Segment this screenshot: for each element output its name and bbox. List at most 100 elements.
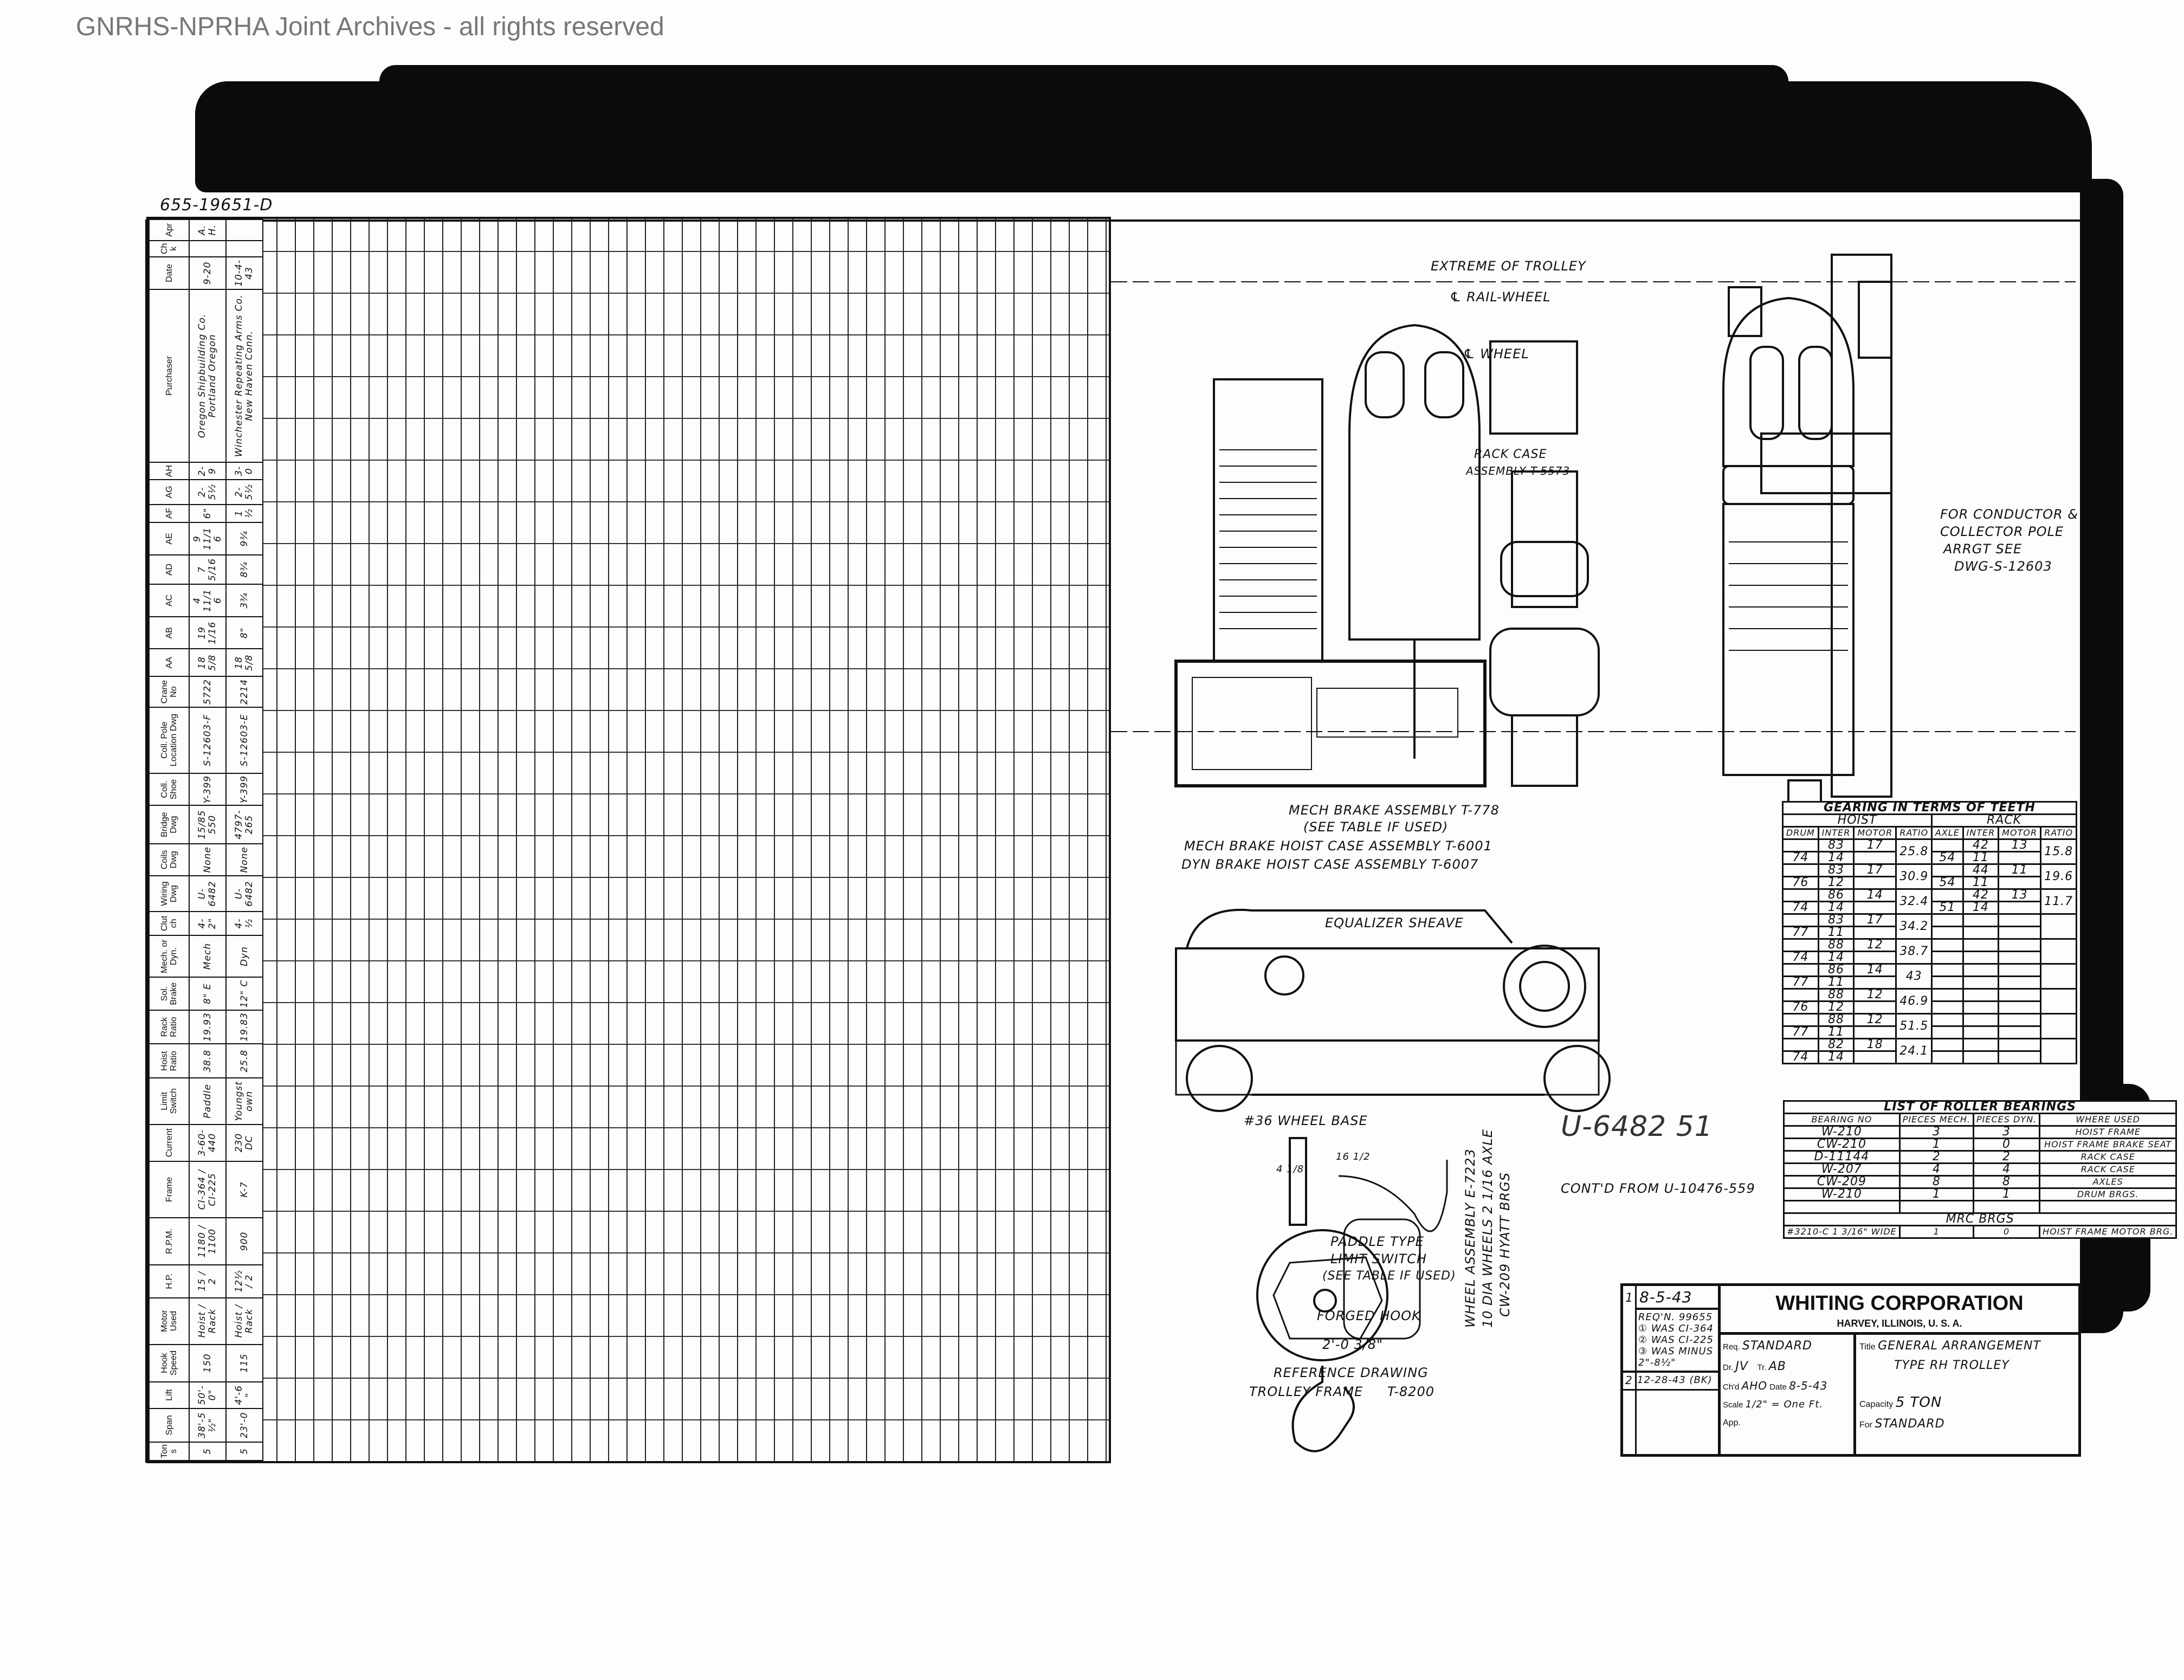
gearing-cell — [1931, 1038, 1964, 1052]
table-cell: U-6482 — [189, 876, 226, 912]
table-header-cell: Lift — [149, 1381, 189, 1408]
gearing-cell — [1931, 1025, 1964, 1039]
gearing-cell: 42 — [1962, 888, 2000, 902]
revision-note: ① WAS CI-364 — [1638, 1323, 1714, 1334]
table-cell: Winchester Repeating Arms Co. New Haven … — [226, 289, 263, 463]
bearing-cell: RACK CASE — [2039, 1150, 2177, 1164]
gearing-cell: 86 — [1817, 888, 1855, 902]
mrc-bearings-title: MRC BRGS — [1782, 1212, 2177, 1226]
table-cell: 5722 — [189, 676, 226, 707]
gearing-cell: 86 — [1817, 963, 1855, 977]
bearing-cell — [2039, 1200, 2177, 1214]
gearing-cell — [1962, 1038, 2000, 1052]
gearing-cell: 76 — [1782, 1000, 1819, 1015]
gearing-cell — [1782, 963, 1819, 977]
bearing-cell — [1972, 1200, 2041, 1214]
bearing-cell: 2 — [1898, 1150, 1974, 1164]
note-wheel-base: #36 WHEEL BASE — [1244, 1113, 1368, 1128]
note-continued-from: CONT'D FROM U-10476-559 — [1561, 1181, 1755, 1196]
rack-ratio-cell — [2040, 938, 2077, 965]
gearing-cell — [1998, 1038, 2042, 1052]
table-header-cell: AE — [149, 522, 189, 555]
note-forged-hook: FORGED HOOK — [1317, 1308, 1421, 1323]
gearing-cell: 83 — [1817, 838, 1855, 852]
table-header-cell: Tons — [149, 1442, 189, 1461]
table-cell: 150 — [189, 1344, 226, 1382]
table-cell: 38'-5½" — [189, 1408, 226, 1442]
gearing-cell — [1931, 1050, 1964, 1064]
gearing-cell: 12 — [1817, 876, 1855, 890]
gearing-table: GEARING IN TERMS OF TEETH HOIST RACK DRU… — [1781, 801, 2077, 1064]
archive-watermark: GNRHS-NPRHA Joint Archives - all rights … — [76, 12, 664, 41]
bearing-cell: HOIST FRAME BRAKE SEAT — [2039, 1138, 2177, 1152]
tr-label: Tr. — [1757, 1363, 1767, 1372]
note-rack-case: RACK CASE — [1474, 448, 1547, 461]
title-value-2: TYPE RH TROLLEY — [1894, 1359, 2009, 1372]
gearing-column-header: RATIO — [1895, 826, 1933, 840]
table-cell: 15/85550 — [189, 805, 226, 844]
table-cell: Paddle — [189, 1078, 226, 1125]
table-cell: 18 5/8 — [189, 649, 226, 677]
table-header-cell: AB — [149, 617, 189, 649]
capacity-label: Capacity — [1859, 1400, 1894, 1409]
gearing-column-header: INTER — [1817, 826, 1855, 840]
gearing-cell — [1782, 938, 1819, 952]
table-header-cell: Hoist Ratio — [149, 1044, 189, 1078]
table-cell: 12½ / 2 — [226, 1264, 263, 1298]
hoist-ratio-cell: 25.8 — [1895, 838, 1933, 865]
gearing-cell — [1853, 1025, 1897, 1039]
note-trolley-frame: TROLLEY FRAME — [1249, 1384, 1364, 1399]
rack-ratio-cell — [2040, 1013, 2077, 1039]
bearing-cell: W-207 — [1783, 1162, 1901, 1177]
table-cell: 2-9 — [189, 462, 226, 480]
gearing-cell: 11 — [1817, 926, 1855, 940]
table-header-cell: Coils Dwg — [149, 843, 189, 876]
note-conductor-1: FOR CONDUCTOR & — [1940, 507, 2078, 522]
note-mech-brake-assembly: MECH BRAKE ASSEMBLY T-778 — [1289, 803, 1500, 818]
table-cell: 5 — [226, 1442, 263, 1461]
note-wheel-assembly-1: WHEEL ASSEMBLY E-7223 — [1463, 1148, 1478, 1328]
rev-1-date: 8-5-43 — [1639, 1288, 1692, 1306]
gearing-cell: 13 — [1998, 888, 2042, 902]
gearing-cell: 12 — [1853, 988, 1897, 1002]
capacity-value: 5 TON — [1895, 1394, 1942, 1411]
bearing-cell: 1 — [1898, 1138, 1974, 1152]
gearing-cell: 12 — [1853, 938, 1897, 952]
gearing-cell — [1962, 913, 2000, 927]
note-wheel-assembly-2: 10 DIA WHEELS 2 1/16 AXLE — [1480, 1129, 1495, 1328]
table-cell: Y-399 — [226, 773, 263, 806]
gearing-cell: 77 — [1782, 975, 1819, 990]
gearing-cell — [1931, 951, 1964, 965]
gearing-cell — [1998, 901, 2042, 915]
table-cell: 12" C — [226, 977, 263, 1010]
table-cell: 9 11/16 — [189, 522, 226, 555]
revision-note: ② WAS CI-225 — [1638, 1334, 1714, 1346]
table-header-cell: Chk — [149, 240, 189, 257]
table-cell: 4-2" — [189, 912, 226, 935]
rev-1-number: 1 — [1625, 1291, 1633, 1305]
table-cell: 38.8 — [189, 1044, 226, 1078]
table-cell: U-6482 — [226, 876, 263, 912]
gearing-cell — [1998, 938, 2042, 952]
gearing-cell — [1962, 1000, 2000, 1015]
gearing-cell: 77 — [1782, 1025, 1819, 1039]
table-cell: 5 — [189, 1442, 226, 1461]
hoist-end-view — [1722, 254, 1892, 814]
table-cell: S-12603-F — [189, 707, 226, 773]
table-cell: S-12603-E — [226, 707, 263, 773]
gearing-cell — [1998, 1050, 2042, 1064]
table-cell: Youngstown — [226, 1078, 263, 1125]
table-cell — [189, 240, 226, 257]
gearing-cell — [1853, 851, 1897, 865]
mrc-title-row: MRC BRGS — [1782, 1212, 2177, 1226]
table-cell: CI-364 / CI-225 — [189, 1161, 226, 1218]
gearing-cell: 54 — [1931, 851, 1964, 865]
rack-ratio-cell — [2040, 913, 2077, 940]
table-cell: Y-399 — [189, 773, 226, 806]
